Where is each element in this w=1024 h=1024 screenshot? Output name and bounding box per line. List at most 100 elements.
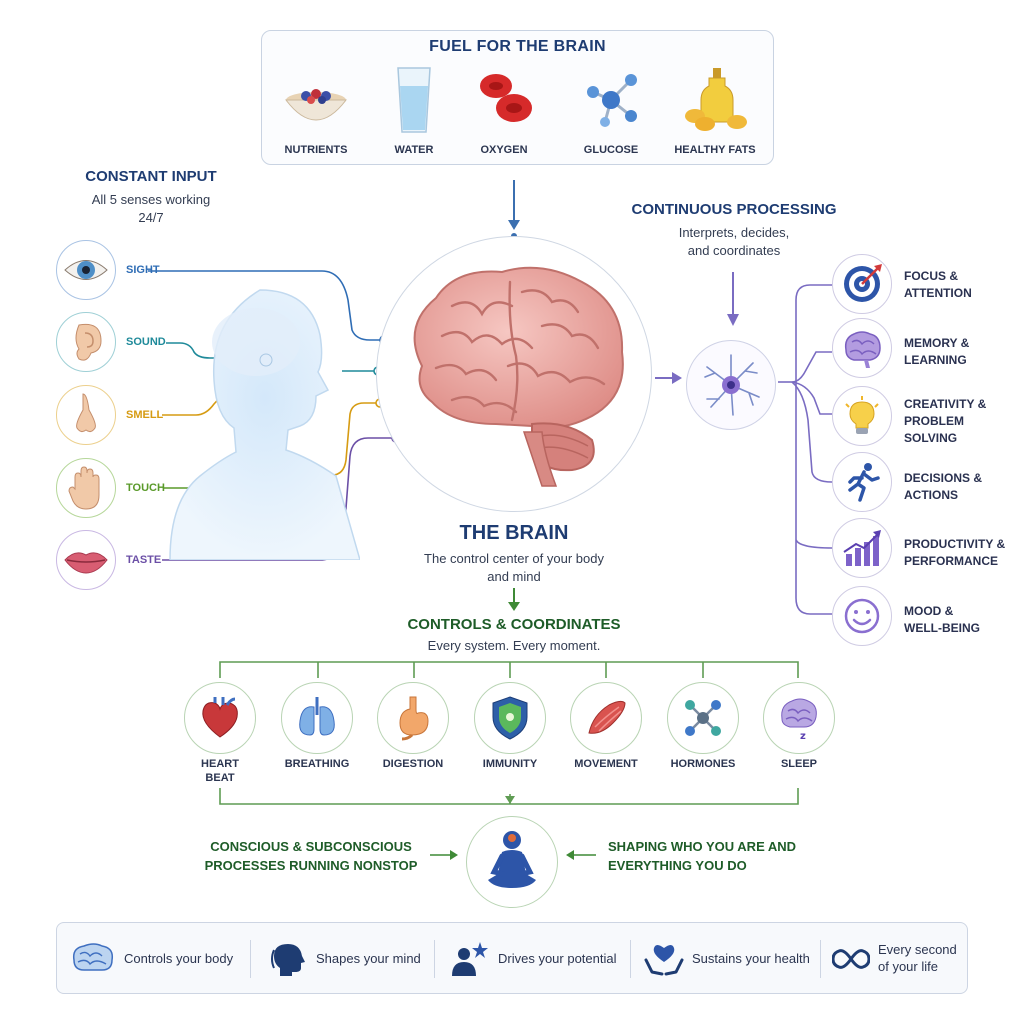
sense-label-sight: SIGHT	[126, 264, 160, 276]
system-label-movement: MOVEMENT	[556, 757, 656, 771]
output-mood	[832, 586, 892, 646]
brain-title: THE BRAIN	[459, 522, 569, 544]
molecule-icon	[575, 64, 647, 136]
system-digestion	[377, 682, 449, 754]
output-line: PROBLEM	[904, 413, 964, 428]
system-sleep: z	[763, 682, 835, 754]
lungs-icon	[299, 697, 335, 736]
fuel-label: NUTRIENTS	[284, 144, 348, 156]
sense-label-taste: TASTE	[126, 554, 162, 566]
input-subtitle-line2: 24/7	[138, 209, 164, 225]
bar-chart-icon	[843, 530, 881, 566]
stomach-icon	[399, 696, 429, 741]
output-line: FOCUS &	[904, 269, 958, 283]
neuron-icon	[704, 354, 760, 416]
output-label-mood: MOOD & WELL-BEING	[904, 603, 1014, 637]
output-line: MOOD &	[904, 604, 954, 618]
system-line: BREATHING	[284, 758, 350, 770]
sense-smell	[56, 385, 116, 445]
system-line: IMMUNITY	[482, 758, 538, 770]
fuel-item-nutrients: NUTRIENTS	[271, 64, 361, 156]
sense-label-smell: SMELL	[126, 409, 164, 421]
fuel-label: GLUCOSE	[583, 144, 639, 156]
brain-subtitle-line2: and mind	[487, 568, 541, 584]
output-line: ATTENTION	[904, 285, 972, 300]
fuel-label: WATER	[394, 144, 434, 156]
processes-left-line2: PROCESSES RUNNING NONSTOP	[204, 857, 418, 873]
lips-icon	[64, 552, 108, 574]
footer-item-life: Every second of your life	[832, 938, 957, 980]
output-label-decisions: DECISIONS & ACTIONS	[904, 470, 1014, 504]
output-line: PERFORMANCE	[904, 553, 999, 568]
shield-icon	[492, 696, 528, 740]
output-label-focus: FOCUS & ATTENTION	[904, 268, 1014, 302]
footer-line: Every second	[878, 942, 957, 958]
nose-icon	[76, 393, 96, 433]
input-subtitle: All 5 senses working 24/7	[56, 191, 246, 226]
sense-label-touch: TOUCH	[126, 482, 165, 494]
system-line: DIGESTION	[382, 758, 444, 770]
system-line: SLEEP	[780, 758, 818, 770]
sense-sound	[56, 312, 116, 372]
footer-label: Shapes your mind	[316, 950, 421, 966]
muscle-icon	[588, 700, 626, 734]
output-line: WELL-BEING	[904, 620, 980, 635]
person-star-icon	[452, 942, 488, 976]
head-profile-icon	[271, 944, 305, 976]
output-label-memory: MEMORY & LEARNING	[904, 335, 1014, 369]
output-line: DECISIONS &	[904, 471, 983, 485]
system-line: MOVEMENT	[574, 758, 638, 770]
hands-heart-icon	[644, 945, 684, 976]
controls-title: CONTROLS & COORDINATES	[407, 616, 621, 633]
system-heart	[184, 682, 256, 754]
system-breathing	[281, 682, 353, 754]
output-line: ACTIONS	[904, 487, 958, 502]
molecule-icon	[685, 700, 721, 736]
smiley-icon	[844, 598, 880, 634]
processing-subtitle-line1: Interprets, decides,	[678, 225, 790, 240]
running-person-icon	[848, 463, 880, 502]
footer-item-body: Controls your body	[70, 938, 233, 980]
output-decisions	[832, 452, 892, 512]
red-blood-cell-icon	[468, 64, 540, 136]
footer-label: Drives your potential	[498, 950, 617, 966]
output-label-creativity: CREATIVITY & PROBLEM SOLVING	[904, 396, 1014, 446]
brain-subtitle: The control center of your body and mind	[376, 550, 652, 585]
sleeping-brain-icon: z	[781, 698, 817, 742]
sense-taste	[56, 530, 116, 590]
water-glass-icon	[378, 64, 450, 136]
footer-label-life: Every second of your life	[878, 942, 957, 976]
infinity-icon	[832, 949, 870, 969]
footer-item-health: Sustains your health	[644, 938, 810, 980]
system-line: BEAT	[205, 772, 235, 785]
eye-icon	[64, 260, 108, 280]
system-line: HEART	[201, 758, 239, 770]
output-memory	[832, 318, 892, 378]
fuel-label: HEALTHY FATS	[674, 144, 756, 156]
system-movement	[570, 682, 642, 754]
output-creativity	[832, 386, 892, 446]
input-title: CONSTANT INPUT	[85, 168, 217, 185]
svg-text:z: z	[800, 731, 806, 742]
brain-subtitle-line1: The control center of your body	[424, 551, 604, 566]
processing-title: CONTINUOUS PROCESSING	[631, 201, 837, 218]
input-subtitle-line1: All 5 senses working	[91, 192, 211, 207]
output-label-productivity: PRODUCTIVITY & PERFORMANCE	[904, 536, 1020, 570]
system-label-heart: HEART BEAT	[170, 757, 270, 786]
footer-label: Sustains your health	[692, 950, 810, 966]
output-focus	[832, 254, 892, 314]
output-line: LEARNING	[904, 352, 967, 367]
oil-bottle-icon	[679, 64, 751, 136]
footer-divider	[434, 940, 435, 978]
hand-icon	[68, 466, 100, 510]
system-line: HORMONES	[670, 758, 736, 770]
human-silhouette	[160, 280, 361, 561]
meditating-person-icon	[488, 831, 536, 888]
sense-label-sound: SOUND	[126, 336, 166, 348]
brain-icon	[392, 256, 636, 492]
processes-left-text: CONSCIOUS & SUBCONSCIOUS PROCESSES RUNNI…	[196, 838, 426, 876]
footer-item-mind: Shapes your mind	[270, 938, 421, 980]
fuel-item-water: WATER	[369, 64, 459, 156]
sense-touch	[56, 458, 116, 518]
meditation-circle	[466, 816, 558, 908]
